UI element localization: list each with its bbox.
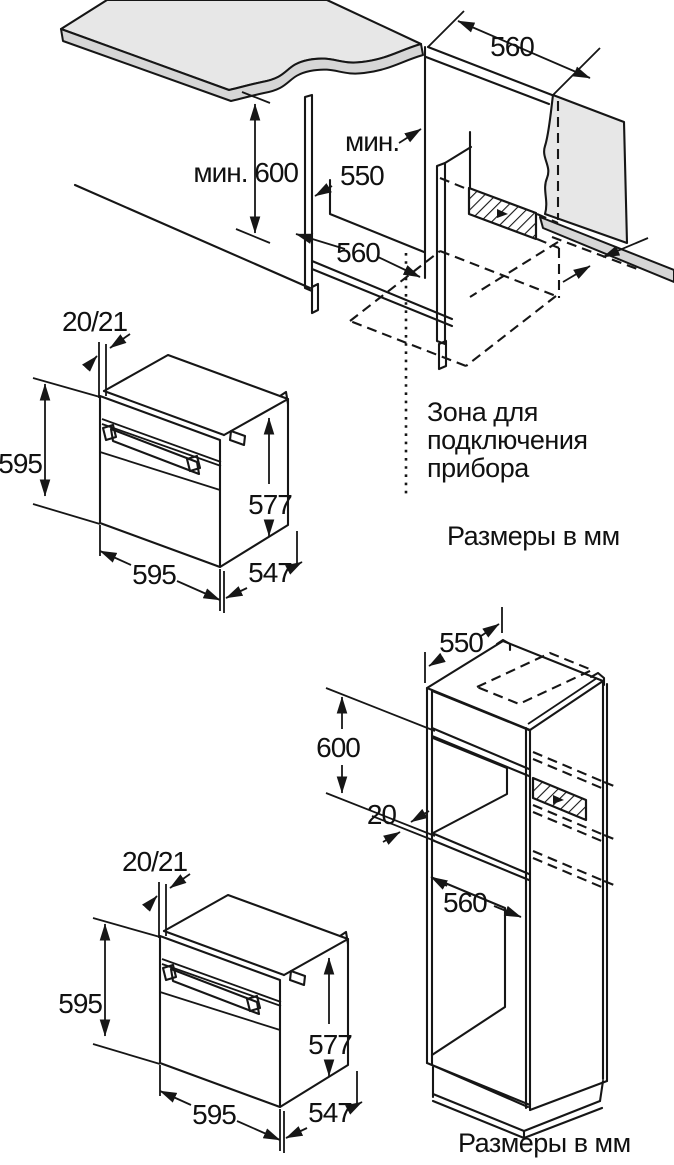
oven-drawing-top: 20/21 595 577 595 547: [0, 306, 302, 613]
cabinet-hidden-edges: [476, 651, 615, 889]
under-counter-installation-diagram: 560 мин. 600 мин. 550 560 Зона для подкл…: [59, 0, 674, 551]
zone-note-line1: Зона для: [427, 397, 538, 427]
oven-top-front-offset: 20/21: [62, 306, 127, 337]
dim-label-niche-width: 560: [490, 31, 534, 62]
dim-label-min-prefix: мин.: [345, 126, 399, 157]
oven-bottom-front-offset: 20/21: [122, 846, 187, 877]
dim-label-niche-height: 600: [316, 732, 360, 763]
rear-wall: [543, 93, 629, 245]
strip-arrow-upper: [602, 237, 649, 258]
oven-top-body-height: 577: [248, 489, 292, 520]
cabinet-shelves: [430, 726, 531, 882]
back-left-notch: [495, 638, 512, 652]
dim-label-floor-depth: 560: [336, 237, 380, 268]
dim-niche-width-560: 560: [427, 10, 601, 96]
zone-note-line3: прибора: [427, 453, 530, 483]
oven-top-door-height: 595: [0, 448, 42, 479]
units-caption-top: Размеры в мм: [447, 521, 620, 551]
dim-niche-depth-560: 560: [430, 876, 522, 918]
hatch-link-dashes: [439, 177, 560, 249]
dim-min-height-600: мин. 600: [193, 91, 299, 244]
hidden-niche-floor: [349, 241, 559, 367]
floor-line: [73, 183, 312, 290]
left-side-panel: [303, 93, 320, 315]
oven-bottom-body-height: 577: [308, 1029, 352, 1060]
units-caption-bottom: Размеры в мм: [458, 1128, 631, 1158]
connection-zone-hatch: [467, 186, 538, 241]
connection-zone-note: Зона для подключения прибора: [427, 397, 588, 483]
dim-label-min-height: мин. 600: [193, 157, 298, 188]
oven-top-depth: 547: [248, 557, 292, 588]
dim-niche-height-600: 600: [316, 687, 436, 837]
tall-cabinet-installation-diagram: 550 600 20 560 Размеры в мм: [316, 607, 631, 1158]
dim-label-niche-depth: 560: [443, 887, 487, 918]
wall-hidden-edge: [556, 101, 561, 298]
oven-bottom-depth: 547: [308, 1097, 352, 1128]
zone-note-line2: подключения: [427, 425, 588, 455]
cabinet-interior: [430, 736, 509, 1057]
oven-drawing-bottom: 20/21 595 577 595 547: [58, 846, 362, 1153]
dim-label-shelf-thickness: 20: [367, 799, 397, 830]
countertop-edge: [60, 28, 424, 102]
dim-label-top-depth: 550: [439, 627, 483, 658]
dim-shelf-thickness-20: 20: [367, 799, 436, 845]
dim-label-side-depth: 550: [340, 160, 384, 191]
strip-arrow-lower: [562, 265, 591, 283]
oven-top-width: 595: [132, 559, 176, 590]
dim-top-depth-550: 550: [424, 607, 503, 683]
dim-floor-depth-560: 560: [295, 233, 421, 278]
countertop-surface: [59, 0, 423, 92]
oven-bottom-width: 595: [192, 1099, 236, 1130]
dim-min-depth-550: мин. 550: [314, 126, 422, 197]
right-side-panel: [435, 145, 473, 371]
cabinet-verticals: [425, 679, 609, 1112]
connection-zone-hatch-bottom: [531, 776, 588, 822]
oven-bottom-door-height: 595: [58, 988, 102, 1019]
cabinet-base-plinth: [425, 1061, 609, 1140]
